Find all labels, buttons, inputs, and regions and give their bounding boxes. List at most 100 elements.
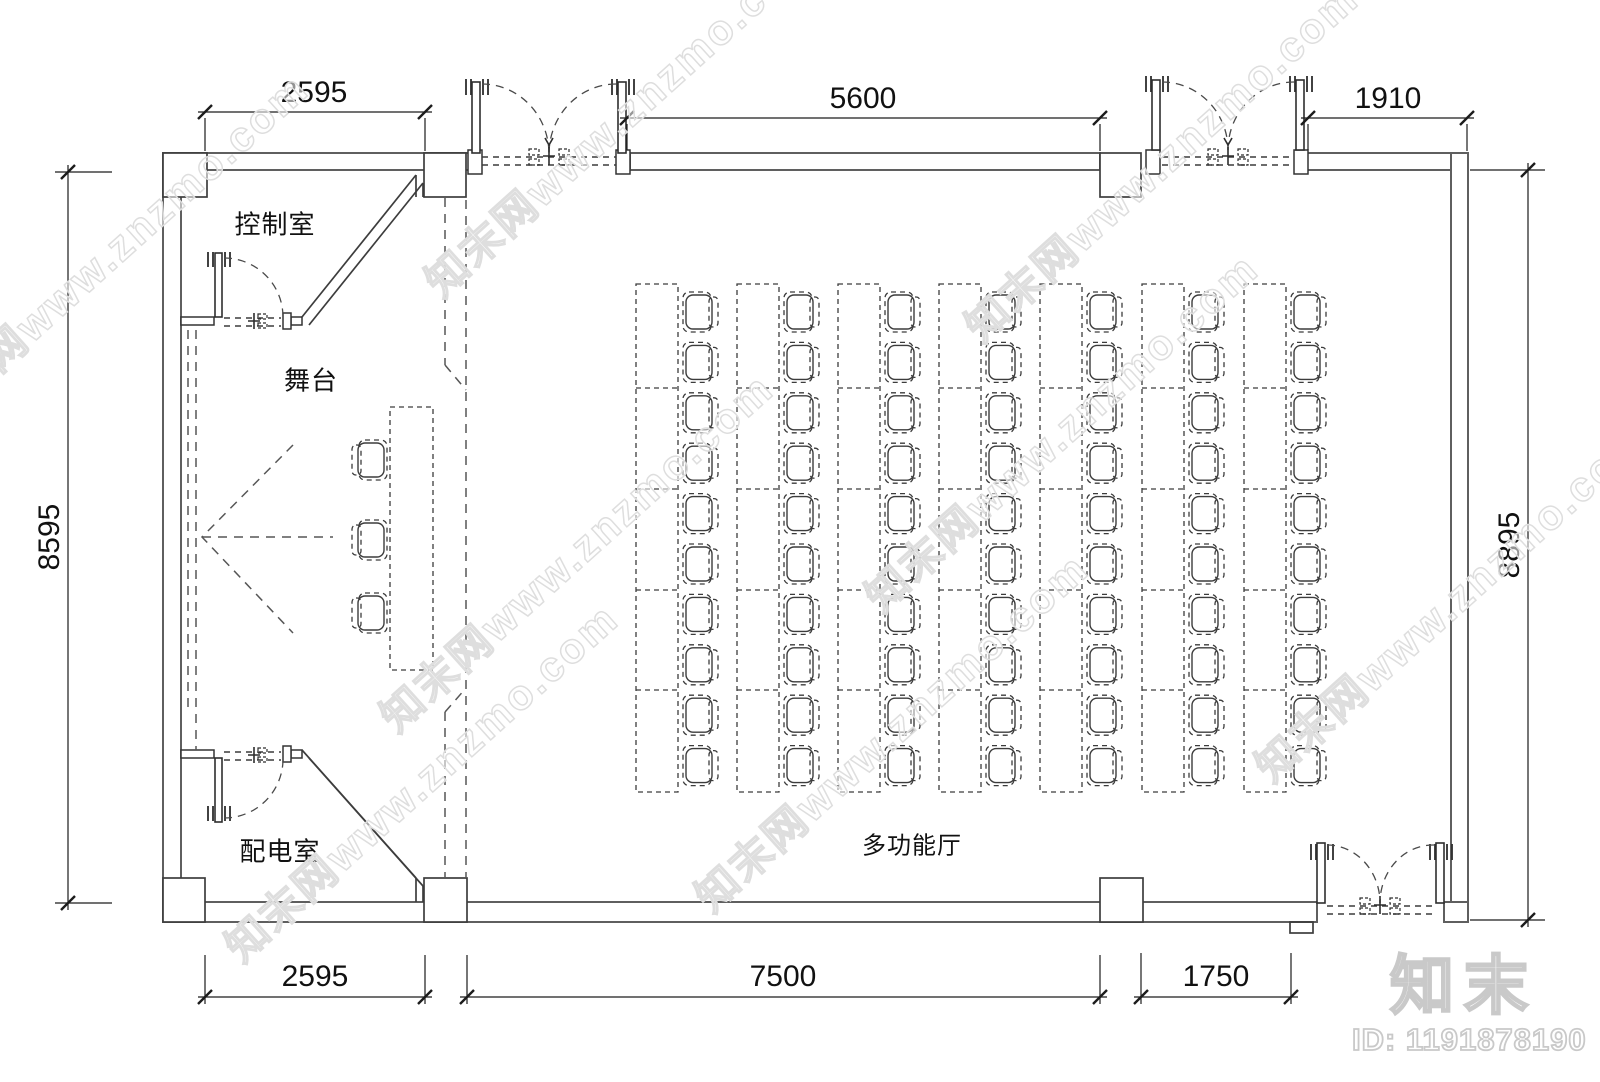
znzmo-logo: 知末 — [1389, 949, 1538, 1024]
audience-chair — [1011, 699, 1022, 731]
dim-bottom-right: 1750 — [1182, 960, 1250, 993]
audience-chair — [1293, 747, 1321, 784]
audience-chair — [809, 548, 820, 580]
audience-chair — [708, 749, 719, 782]
audience-chair — [1316, 497, 1327, 530]
audience-chair — [1089, 596, 1117, 633]
audience-chair — [1089, 647, 1117, 683]
audience-chair — [1191, 697, 1219, 733]
audience-chair — [988, 294, 1016, 330]
audience-chair — [1112, 346, 1123, 379]
audience-chair — [708, 447, 719, 479]
audience-chair — [1316, 296, 1327, 328]
audience-chair — [1191, 395, 1219, 431]
audience-chair — [708, 649, 719, 681]
audience-chair — [988, 344, 1016, 381]
control-room-walls — [180, 174, 424, 330]
dim-left-side: 8595 — [33, 503, 66, 571]
audience-chair — [708, 346, 719, 379]
stage-chair — [357, 522, 385, 558]
audience-chair — [1089, 445, 1117, 481]
audience-chair — [1214, 346, 1225, 379]
audience-chair — [1112, 699, 1123, 731]
dim-top-right: 1910 — [1354, 82, 1422, 115]
audience-chair — [1011, 749, 1022, 782]
audience-chair — [1089, 294, 1117, 330]
audience-chair — [786, 546, 814, 582]
audience-chair — [887, 697, 915, 733]
audience-chair — [685, 395, 713, 431]
audience-chair — [1214, 598, 1225, 631]
dimension-lines — [55, 104, 1545, 1005]
audience-chair — [887, 395, 915, 431]
audience-chair — [1316, 346, 1327, 379]
audience-chair — [1112, 598, 1123, 631]
audience-chair — [887, 546, 915, 582]
audience-chair — [1214, 649, 1225, 681]
audience-chair — [1214, 397, 1225, 429]
double-door-top-left — [465, 79, 635, 166]
audience-chair — [1191, 495, 1219, 532]
audience-chair — [786, 395, 814, 431]
audience-chair — [1293, 697, 1321, 733]
audience-chair — [1214, 749, 1225, 782]
audience-chair — [685, 445, 713, 481]
audience-chair — [708, 497, 719, 530]
audience-chair — [988, 395, 1016, 431]
power-room-door — [207, 747, 284, 823]
audience-chair — [786, 344, 814, 381]
audience-chair — [1316, 447, 1327, 479]
audience-chair — [1293, 596, 1321, 633]
audience-chair — [1011, 649, 1022, 681]
audience-chair — [1191, 344, 1219, 381]
audience-chair — [988, 445, 1016, 481]
stage-direction-arrow — [200, 444, 333, 634]
audience-chair — [1316, 749, 1327, 782]
audience-chair — [1191, 596, 1219, 633]
audience-chair — [1191, 747, 1219, 784]
audience-chair — [786, 294, 814, 330]
audience-chair — [809, 397, 820, 429]
room-label-hall: 多功能厅 — [862, 832, 962, 860]
audience-chair — [1011, 497, 1022, 530]
dim-top-left: 2595 — [280, 76, 348, 109]
audience-chair — [1191, 546, 1219, 582]
audience-chair — [708, 296, 719, 328]
stage-chair — [357, 442, 385, 478]
audience-chair — [988, 495, 1016, 532]
double-door-top-right — [1145, 76, 1313, 166]
double-door-bottom-right — [1310, 842, 1453, 915]
audience-chair — [1293, 445, 1321, 481]
furniture-layer — [351, 283, 1327, 793]
audience-chair — [809, 699, 820, 731]
audience-chair — [887, 747, 915, 784]
audience-chair — [910, 397, 921, 429]
audience-chair — [708, 598, 719, 631]
audience-chair — [809, 497, 820, 530]
audience-chair — [1214, 447, 1225, 479]
audience-chair — [1316, 397, 1327, 429]
audience-chair — [1112, 649, 1123, 681]
audience-chair — [1011, 598, 1022, 631]
desk-column — [635, 283, 679, 793]
audience-chair — [1112, 397, 1123, 429]
audience-chair — [809, 749, 820, 782]
audience-chair — [786, 495, 814, 532]
audience-chair — [809, 649, 820, 681]
stage-outline — [187, 198, 467, 878]
audience-chair — [1089, 747, 1117, 784]
audience-chair — [910, 699, 921, 731]
room-label-control-room: 控制室 — [234, 209, 316, 240]
audience-chair — [786, 596, 814, 633]
audience-chair — [1011, 296, 1022, 328]
audience-chair — [1112, 548, 1123, 580]
audience-chair — [1112, 296, 1123, 328]
audience-chair — [809, 346, 820, 379]
audience-chair — [786, 647, 814, 683]
audience-chair — [1293, 546, 1321, 582]
power-room-walls — [180, 745, 424, 902]
audience-chair — [887, 596, 915, 633]
dim-top-middle: 5600 — [829, 82, 897, 115]
audience-chair — [1089, 546, 1117, 582]
